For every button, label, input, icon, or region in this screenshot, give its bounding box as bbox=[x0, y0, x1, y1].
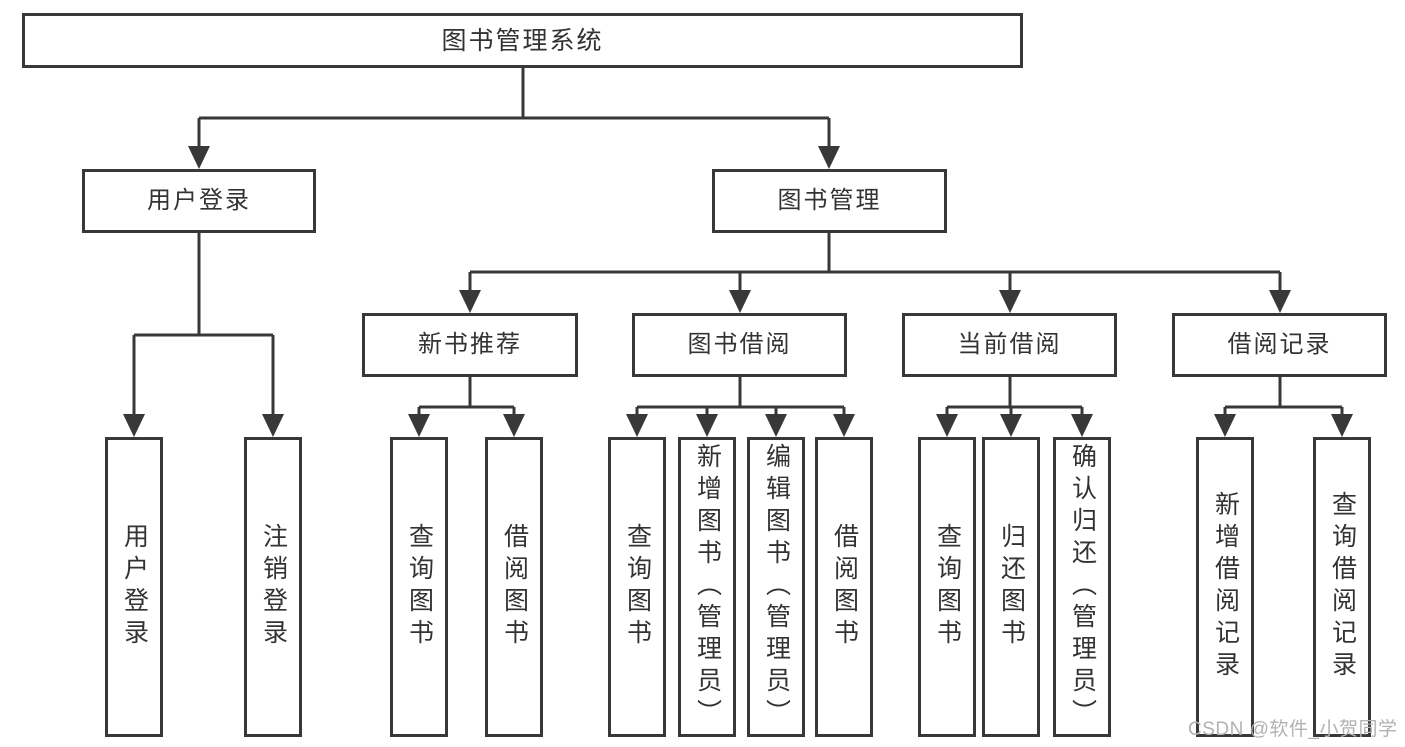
edges-current-borrow-to-leaves bbox=[945, 377, 1084, 416]
arrowheads bbox=[123, 146, 1353, 437]
node-label: 图书管理系统 bbox=[441, 26, 604, 55]
leaf-borrow-books: 借阅图书 bbox=[815, 437, 873, 737]
node-label: 查询借阅记录 bbox=[1328, 491, 1357, 683]
edges-root-to-level2 bbox=[197, 68, 831, 148]
node-library-management-system: 图书管理系统 bbox=[22, 13, 1023, 68]
node-label: 归还图书 bbox=[997, 523, 1026, 651]
node-book-management: 图书管理 bbox=[712, 169, 947, 233]
node-label: 注销登录 bbox=[259, 523, 288, 651]
leaf-query-borrow-record: 查询借阅记录 bbox=[1313, 437, 1371, 737]
leaf-logout: 注销登录 bbox=[244, 437, 302, 737]
node-label: 当前借阅 bbox=[957, 330, 1062, 358]
node-label: 新增借阅记录 bbox=[1211, 491, 1240, 683]
node-label: 新书推荐 bbox=[418, 330, 522, 358]
leaf-add-borrow-record: 新增借阅记录 bbox=[1196, 437, 1254, 737]
edges-user-login-to-leaves bbox=[132, 233, 275, 416]
edges-new-book-recommend-to-leaves bbox=[417, 377, 516, 416]
leaf-edit-book-admin: 编辑图书（管理员） bbox=[747, 437, 805, 737]
leaf-return-book: 归还图书 bbox=[982, 437, 1040, 737]
csdn-watermark: CSDN @软件_小贺同学 bbox=[1188, 719, 1398, 740]
leaf-user-login: 用户登录 bbox=[105, 437, 163, 737]
node-book-borrow: 图书借阅 bbox=[632, 313, 847, 377]
node-label: 图书管理 bbox=[777, 186, 882, 214]
node-borrow-records: 借阅记录 bbox=[1172, 313, 1387, 377]
node-current-borrow: 当前借阅 bbox=[902, 313, 1117, 377]
node-new-book-recommend: 新书推荐 bbox=[362, 313, 578, 377]
node-label: 借阅图书 bbox=[500, 523, 529, 651]
node-label: 新增图书（管理员） bbox=[693, 443, 722, 731]
leaf-borrow-books-recommend: 借阅图书 bbox=[485, 437, 543, 737]
leaf-query-books-borrow: 查询图书 bbox=[608, 437, 666, 737]
node-label: 查询图书 bbox=[933, 523, 962, 651]
edges-book-management-to-level3 bbox=[468, 233, 1282, 292]
node-label: 用户登录 bbox=[147, 186, 251, 214]
leaf-confirm-return-admin: 确认归还（管理员） bbox=[1053, 437, 1111, 737]
node-user-login: 用户登录 bbox=[82, 169, 316, 233]
node-label: 确认归还（管理员） bbox=[1068, 443, 1097, 731]
leaf-add-book-admin: 新增图书（管理员） bbox=[678, 437, 736, 737]
node-label: 借阅记录 bbox=[1227, 330, 1332, 358]
edges-book-borrow-to-leaves bbox=[635, 377, 846, 416]
node-label: 用户登录 bbox=[120, 523, 149, 651]
node-label: 查询图书 bbox=[623, 523, 652, 651]
node-label: 借阅图书 bbox=[830, 523, 859, 651]
leaf-query-books-current: 查询图书 bbox=[918, 437, 976, 737]
node-label: 编辑图书（管理员） bbox=[762, 443, 791, 731]
node-label: 查询图书 bbox=[405, 523, 434, 651]
leaf-query-books-recommend: 查询图书 bbox=[390, 437, 448, 737]
edges-borrow-records-to-leaves bbox=[1223, 377, 1344, 416]
node-label: 图书借阅 bbox=[687, 330, 792, 358]
